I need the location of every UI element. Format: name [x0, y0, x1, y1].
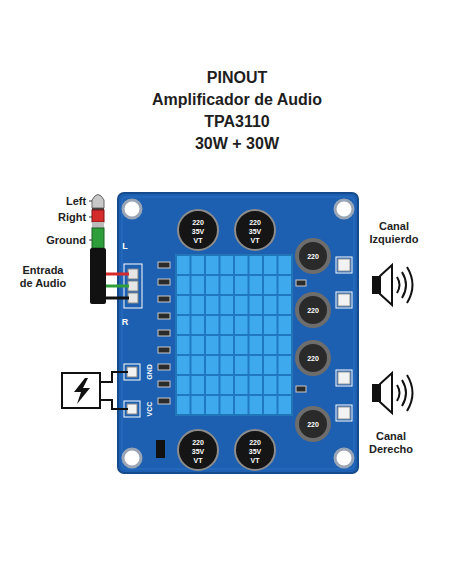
mounting-hole [123, 449, 141, 467]
header-pin [128, 293, 138, 303]
sound-wave [407, 375, 413, 411]
silkscreen-pad [336, 370, 352, 386]
electrolytic-capacitor [235, 430, 275, 470]
electrolytic-capacitor [235, 210, 275, 250]
output-terminal [338, 294, 350, 306]
heatsink-fin [177, 354, 291, 356]
heatsink-fin [177, 294, 291, 296]
capacitor-marking: 220 35V VT [249, 218, 261, 245]
channel-label: Canal Izquierdo [370, 220, 419, 246]
electrolytic-capacitor [178, 430, 218, 470]
smd-component [158, 296, 170, 302]
capacitor-marking: 220 35V VT [192, 218, 204, 245]
output-terminal [338, 407, 350, 419]
output-terminal [338, 372, 350, 384]
leader-line [89, 217, 92, 218]
silkscreen-pad [336, 257, 352, 273]
pin-label: Ground [46, 234, 86, 247]
diode [156, 440, 165, 458]
capacitor-marking: 220 35V VT [249, 438, 261, 465]
smd-component [158, 398, 170, 404]
input-label: Entrada de Audio [20, 264, 67, 290]
jack-ring-right [92, 210, 104, 222]
heatsink-fin [177, 314, 291, 316]
output-terminal [338, 259, 350, 271]
smd-component [158, 347, 170, 353]
smd-component [296, 280, 306, 286]
smd-component [158, 313, 170, 319]
sound-wave [402, 380, 406, 406]
inductor-marking: 220 [307, 354, 319, 363]
mounting-hole [335, 200, 353, 218]
sound-wave [402, 272, 406, 298]
smd-component [158, 364, 170, 370]
electrolytic-capacitor [178, 210, 218, 250]
inductor-marking: 220 [307, 252, 319, 261]
smd-component [296, 386, 306, 392]
header-pin [128, 281, 138, 291]
power-pin [127, 367, 137, 377]
inductor-marking: 220 [307, 420, 319, 429]
wire-ground [106, 297, 129, 300]
silkscreen-label: GND [145, 364, 154, 380]
inductor [297, 294, 329, 326]
power-wire [100, 372, 128, 382]
capacitor-marking: 220 35V VT [192, 438, 204, 465]
heatsink-fin [177, 394, 291, 396]
heatsink-fin [177, 334, 291, 336]
mounting-hole [123, 200, 141, 218]
channel-label: Canal Derecho [369, 430, 413, 456]
power-pin [127, 404, 137, 414]
jack-sleeve-ground [92, 228, 104, 248]
pcb-board [118, 193, 358, 473]
silkscreen-label: L [122, 241, 128, 252]
heatsink-fin [177, 374, 291, 376]
sound-wave [397, 277, 400, 293]
sound-wave [407, 267, 413, 303]
inductor-marking: 220 [307, 306, 319, 315]
pin-label: Right [58, 211, 86, 224]
power-symbol [74, 378, 90, 404]
jack-body [90, 248, 106, 304]
heatsink-fin [177, 274, 291, 276]
mounting-hole [335, 449, 353, 467]
inductor [297, 408, 329, 440]
inductor [297, 342, 329, 374]
smd-component [158, 262, 170, 268]
power-supply [62, 373, 100, 408]
wire-left [106, 285, 129, 288]
leader-line [89, 240, 92, 241]
heatsink [176, 255, 292, 415]
pin-label: Left [66, 195, 86, 208]
smd-component [158, 330, 170, 336]
smd-component [158, 279, 170, 285]
pcb-edge [122, 197, 354, 469]
sound-wave [397, 385, 400, 401]
speaker-cone [380, 265, 392, 305]
jack-tip [92, 195, 104, 209]
jack-insulator [92, 222, 104, 228]
smd-component [158, 381, 170, 387]
leader-line [89, 201, 92, 202]
silkscreen-pad [336, 292, 352, 308]
wire-right [106, 273, 129, 276]
power-wire [100, 400, 128, 409]
diagram-title: PINOUT Amplificador de Audio TPA3110 30W… [152, 67, 322, 155]
speaker-magnet [372, 384, 380, 402]
inductor [297, 240, 329, 272]
header-pin [128, 269, 138, 279]
silkscreen-label: VCC [145, 402, 154, 417]
silkscreen-label: R [122, 317, 129, 328]
speaker-cone [380, 373, 392, 413]
silkscreen-pad [336, 405, 352, 421]
speaker-magnet [372, 276, 380, 294]
